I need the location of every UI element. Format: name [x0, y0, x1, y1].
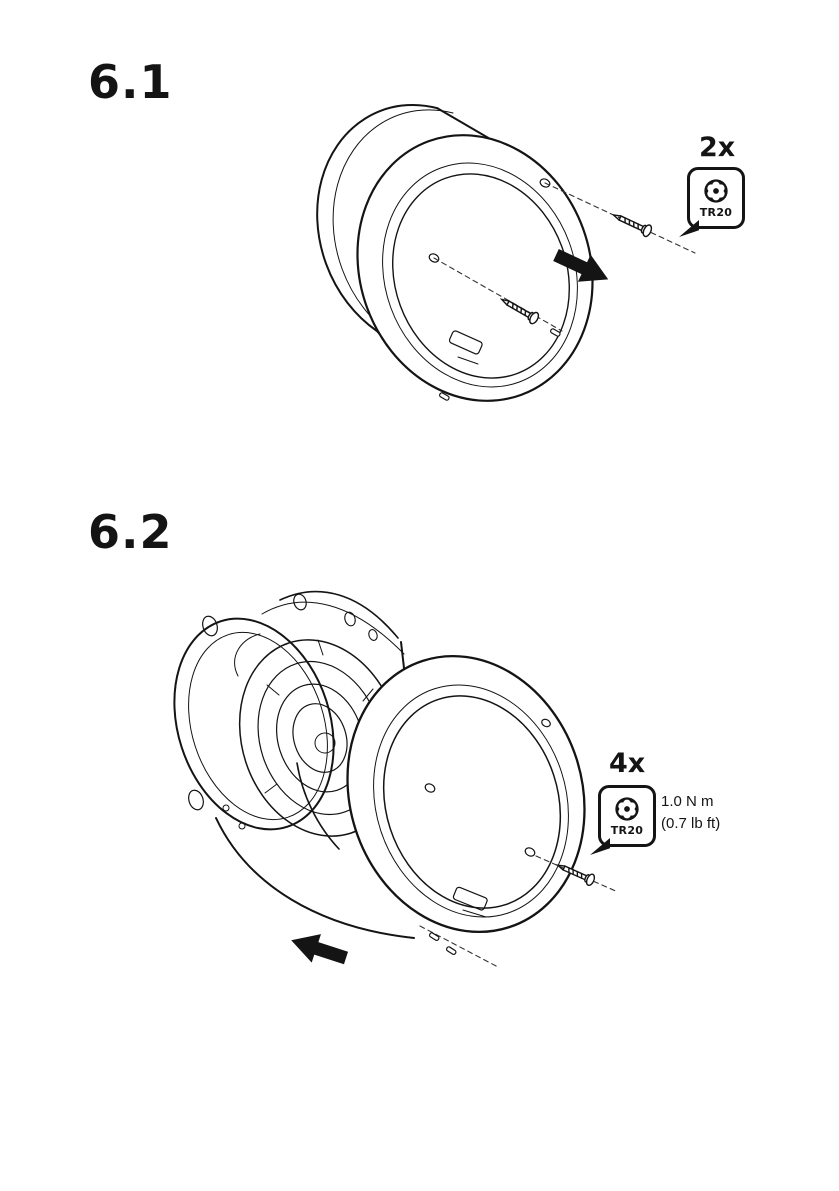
lens-ring-outline	[296, 641, 586, 934]
alignment-pin	[445, 946, 457, 956]
torque-imperial: (0.7 lb ft)	[661, 814, 721, 832]
detail-lines	[264, 639, 374, 798]
screw-icon	[610, 208, 654, 239]
body-top-silhouette	[279, 590, 399, 639]
cable-slot-edge	[457, 356, 479, 365]
top-boss	[368, 629, 378, 641]
cable-detail	[234, 633, 261, 677]
ring-top-silhouette	[436, 107, 491, 140]
body-top-seam	[261, 601, 405, 655]
cable-slot	[452, 886, 488, 911]
torx-bit-badge: TR20	[679, 167, 745, 237]
ring-back-rim	[296, 762, 340, 850]
ring-inner-rim	[382, 695, 562, 909]
quantity-label: 2x	[699, 132, 736, 163]
ring-top-silhouette	[400, 641, 405, 669]
camera-body-outline	[173, 590, 415, 939]
mount-tab	[188, 789, 204, 811]
screw-hole	[524, 847, 536, 857]
torque-note: 1.0 N m (0.7 lb ft)	[661, 791, 720, 835]
direction-arrow-icon	[553, 249, 609, 282]
ring-inner-rim	[392, 173, 570, 379]
cable-slot-edge	[462, 909, 487, 918]
lens-barrel-ring	[292, 703, 348, 773]
bit-size-label: TR20	[610, 824, 644, 837]
mount-tab	[202, 615, 218, 637]
quantity-label: 4x	[609, 748, 646, 779]
screw-hole	[424, 783, 436, 793]
body-bolt	[238, 822, 246, 830]
lens-center	[314, 732, 336, 754]
screw-hole	[541, 718, 551, 728]
mount-plate	[173, 617, 335, 831]
torx-bit-badge: TR20	[590, 785, 656, 855]
ring-inner-rim-outer	[382, 162, 578, 388]
step-number-6-2: 6.2	[88, 505, 173, 559]
body-bottom-silhouette	[215, 817, 415, 939]
alignment-pin	[428, 932, 440, 942]
ring-inner-rim-outer	[373, 684, 569, 918]
ring-back-rim	[316, 103, 439, 332]
camera-assembly	[173, 590, 619, 968]
mount-plate-inner	[188, 631, 328, 821]
ring-seam-line	[332, 109, 454, 337]
ring-front-rim	[346, 654, 586, 934]
cable-slot	[448, 330, 483, 355]
bit-size-label: TR20	[699, 206, 733, 219]
torx-bit-icon	[615, 797, 639, 821]
torque-metric: 1.0 N m	[661, 793, 714, 810]
lens-ring	[316, 103, 696, 402]
torx-bit-icon	[704, 179, 728, 203]
lens-ring-illustration	[316, 103, 696, 402]
dashed-guide-line	[433, 257, 563, 332]
body-bolt	[222, 804, 230, 812]
camera-assembly-illustration	[173, 590, 619, 968]
alignment-pin	[439, 392, 450, 401]
direction-arrow-icon	[291, 934, 349, 965]
alignment-pin	[550, 328, 561, 337]
dashed-guide-line	[419, 925, 499, 968]
step-number-6-1: 6.1	[88, 55, 173, 109]
